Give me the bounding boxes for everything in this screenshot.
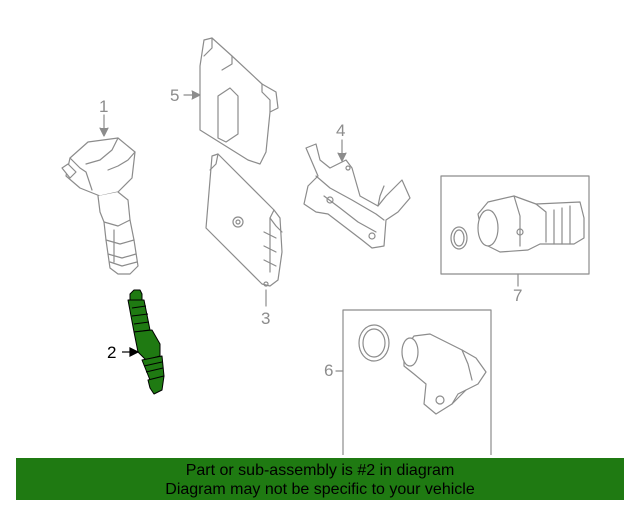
ecm-part-3[interactable] — [205, 153, 283, 287]
banner-line-1: Part or sub-assembly is #2 in diagram — [185, 462, 455, 479]
ignition-coil-part-1[interactable] — [61, 137, 139, 275]
ecm-cover-part-5[interactable] — [199, 37, 279, 165]
callout-1: 1 — [99, 97, 109, 116]
callout-3: 3 — [261, 309, 271, 328]
spark-plug-part-2[interactable] — [127, 289, 165, 395]
sensor-part-7[interactable] — [450, 195, 585, 253]
callout-2: 2 — [107, 343, 117, 362]
sensor-part-6[interactable] — [358, 324, 487, 415]
callout-5: 5 — [170, 86, 180, 105]
callout-7: 7 — [513, 286, 523, 305]
callout-6: 6 — [324, 361, 334, 380]
info-banner: Part or sub-assembly is #2 in diagram Di… — [16, 458, 624, 500]
bracket-part-4[interactable] — [303, 143, 411, 249]
callout-4: 4 — [336, 121, 346, 140]
banner-line-2: Diagram may not be specific to your vehi… — [165, 481, 475, 498]
parts-diagram — [61, 37, 590, 455]
